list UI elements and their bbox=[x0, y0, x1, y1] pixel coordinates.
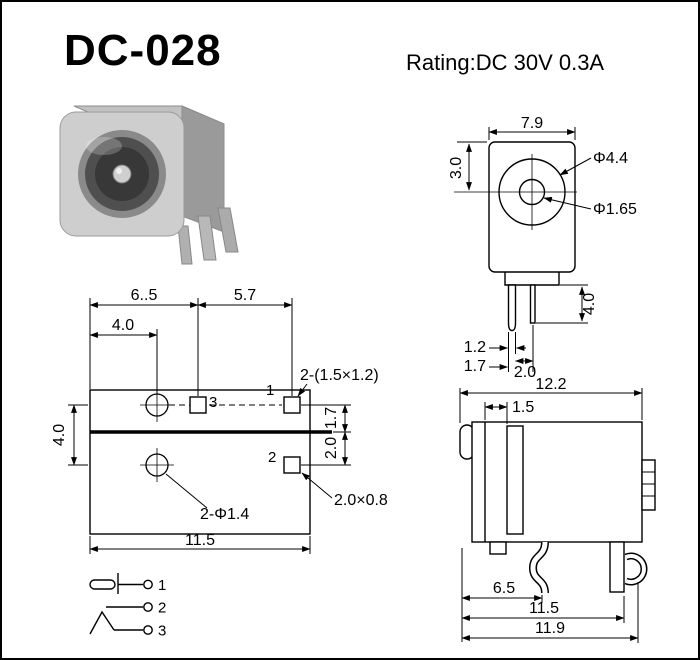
dim-layout-overall-width: 11.5 bbox=[185, 532, 215, 549]
photo-pin-highlight bbox=[116, 168, 122, 174]
schematic-switch-lever bbox=[89, 610, 115, 635]
photo-leg bbox=[197, 215, 217, 261]
layout-body-outline bbox=[89, 389, 311, 535]
front-inner-circle bbox=[518, 178, 546, 206]
rating-text: Rating:DC 30V 0.3A bbox=[406, 50, 605, 75]
dim-front-pin-pitch: 2.0 bbox=[514, 364, 536, 381]
side-body-outline bbox=[471, 421, 643, 543]
pcb-layout-view: 3 1 2 6..5 5.7 4.0 4.0 bbox=[51, 287, 388, 554]
dim-side-body-depth: 11.5 bbox=[529, 600, 559, 617]
note-outer-diameter: Φ4.4 bbox=[593, 150, 628, 167]
layout-pad-pin2 bbox=[283, 456, 301, 474]
front-view-dimensions: 7.9 3.0 Φ4.4 Φ1.65 4.0 1.2 1.7 bbox=[448, 115, 637, 381]
front-view: 7.9 3.0 Φ4.4 Φ1.65 4.0 1.2 1.7 bbox=[448, 115, 637, 381]
note-layout-slot: 2-(1.5×1.2) bbox=[300, 367, 379, 384]
schematic-pin1-label: 1 bbox=[158, 577, 166, 594]
dim-front-1-7: 1.7 bbox=[464, 358, 486, 375]
dim-side-front-offset: 1.5 bbox=[512, 399, 534, 416]
dim-layout-gap-upper: 1.7 bbox=[323, 407, 340, 429]
layout-dimensions: 6..5 5.7 4.0 4.0 1.7 2.0 11.5 bbox=[51, 287, 388, 554]
dim-side-pin-offset: 6.5 bbox=[493, 580, 515, 597]
layout-pad-pin3 bbox=[189, 396, 207, 414]
schematic-pin2-label: 2 bbox=[158, 600, 166, 617]
front-side-pin bbox=[529, 284, 536, 324]
dim-side-overall-width: 12.2 bbox=[535, 376, 566, 393]
note-layout-pad: 2.0×0.8 bbox=[334, 492, 388, 509]
schematic-terminal-1 bbox=[143, 579, 153, 590]
side-contact-clip bbox=[641, 459, 656, 511]
side-slot bbox=[506, 425, 524, 535]
photo-gloss bbox=[86, 137, 122, 155]
layout-pad-pin1 bbox=[283, 396, 301, 414]
dim-front-1-2: 1.2 bbox=[464, 339, 486, 356]
side-view: 12.2 1.5 6.5 11.5 11.9 bbox=[459, 376, 656, 643]
dim-layout-span-left: 6..5 bbox=[131, 287, 158, 304]
front-center-pin bbox=[507, 284, 517, 332]
side-pin-curl bbox=[624, 552, 648, 586]
schematic-plug-barrel bbox=[89, 579, 116, 590]
front-outer-circle bbox=[498, 158, 566, 226]
schematic-symbol: 1 2 3 bbox=[89, 573, 166, 640]
side-rear-pin bbox=[609, 541, 625, 593]
dim-front-body-width: 7.9 bbox=[521, 115, 543, 132]
layout-hole-lower bbox=[140, 448, 174, 482]
dim-layout-hole-offset: 4.0 bbox=[112, 317, 134, 334]
dim-front-pin-length: 4.0 bbox=[581, 293, 598, 315]
dim-front-center-offset: 3.0 bbox=[448, 157, 465, 179]
front-step bbox=[504, 272, 560, 286]
photo-leg bbox=[217, 207, 239, 253]
note-pin-diameter: Φ1.65 bbox=[593, 201, 637, 218]
photo-center-pin bbox=[112, 164, 132, 184]
schematic-terminal-3 bbox=[143, 625, 153, 635]
part-number-title: DC-028 bbox=[64, 26, 222, 75]
schematic-terminal-2 bbox=[143, 602, 153, 612]
dim-layout-span-right: 5.7 bbox=[234, 287, 256, 304]
side-front-foot bbox=[489, 541, 507, 555]
dim-side-overall-depth: 11.9 bbox=[535, 620, 565, 637]
note-layout-hole: 2-Φ1.4 bbox=[200, 506, 249, 523]
photo-leg bbox=[177, 225, 193, 265]
side-view-dimensions: 12.2 1.5 6.5 11.5 11.9 bbox=[459, 376, 643, 643]
dim-layout-row-pitch: 4.0 bbox=[51, 424, 68, 446]
side-bent-pin bbox=[528, 541, 549, 594]
product-photo bbox=[59, 105, 239, 265]
dim-layout-gap-lower: 2.0 bbox=[323, 437, 340, 459]
photo-side-face bbox=[181, 105, 225, 233]
layout-pin2-label: 2 bbox=[268, 449, 276, 466]
schematic-pin3-label: 3 bbox=[158, 623, 166, 640]
layout-pin1-label: 1 bbox=[266, 382, 274, 399]
layout-pin3-label: 3 bbox=[209, 394, 217, 411]
